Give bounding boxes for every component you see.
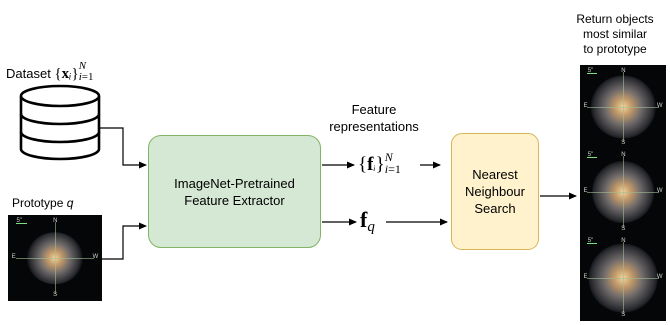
compass-e: E: [11, 253, 16, 260]
results-label: Return objects most similar to prototype: [560, 12, 670, 57]
search-line-1: Nearest: [472, 167, 518, 182]
compass-e: E: [583, 102, 588, 109]
arrow-dataset-to-extractor: [100, 127, 147, 169]
compass-w: W: [656, 187, 663, 194]
results-label-line-1: Return objects: [576, 12, 654, 26]
feature-representations-label: Feature representations: [324, 101, 424, 135]
database-icon: [19, 84, 101, 161]
scale-bar: [15, 222, 27, 224]
compass-w: W: [656, 102, 663, 109]
arrow-prototype-to-extractor: [100, 222, 147, 260]
result-galaxy-image-2: 5" N S E W: [580, 149, 666, 235]
prototype-label: Prototype q: [12, 196, 73, 210]
compass-s: S: [621, 140, 626, 147]
search-line-2: Neighbour: [465, 184, 525, 199]
compass-e: E: [583, 273, 588, 280]
extractor-line-2: Feature Extractor: [184, 192, 285, 208]
crosshair-vertical: [55, 221, 56, 295]
results-label-line-2: most similar: [582, 27, 647, 41]
compass-e: E: [583, 187, 588, 194]
compass-n: N: [621, 237, 626, 244]
extractor-line-1: ImageNet-Pretrained: [174, 175, 295, 191]
prototype-label-text: Prototype: [12, 196, 67, 210]
features-label-line-1: Feature: [351, 102, 397, 117]
crosshair-vertical: [623, 155, 624, 229]
compass-s: S: [621, 226, 626, 233]
compass-s: S: [53, 292, 58, 299]
scale-bar: [586, 72, 598, 74]
compass-n: N: [621, 151, 626, 158]
compass-w: W: [92, 253, 99, 260]
scale-label: 5": [16, 217, 22, 224]
compass-n: N: [53, 217, 58, 224]
prototype-galaxy-image: 5" N S E W: [8, 215, 102, 301]
scale-bar: [586, 242, 598, 244]
compass-n: N: [621, 67, 626, 74]
feature-query-math: fq: [360, 207, 375, 236]
features-label-line-2: representations: [329, 119, 419, 134]
dataset-label-text: Dataset: [6, 66, 55, 81]
scale-label: 5": [587, 67, 594, 74]
scale-label: 5": [587, 151, 594, 158]
crosshair-vertical: [623, 241, 624, 315]
scale-bar: [586, 156, 598, 158]
compass-w: W: [656, 273, 663, 280]
compass-s: S: [621, 312, 626, 319]
scale-label: 5": [587, 237, 594, 244]
prototype-label-math: q: [66, 196, 74, 210]
results-label-line-3: to prototype: [583, 42, 647, 56]
search-line-3: Search: [474, 201, 516, 216]
crosshair-vertical: [623, 71, 624, 143]
result-galaxy-image-1: 5" N S E W: [580, 65, 666, 149]
result-galaxy-image-3: 5" N S E W: [580, 235, 666, 321]
feature-extractor-box: ImageNet-Pretrained Feature Extractor: [148, 135, 321, 248]
nearest-neighbour-search-box: Nearest Neighbour Search: [451, 133, 539, 250]
